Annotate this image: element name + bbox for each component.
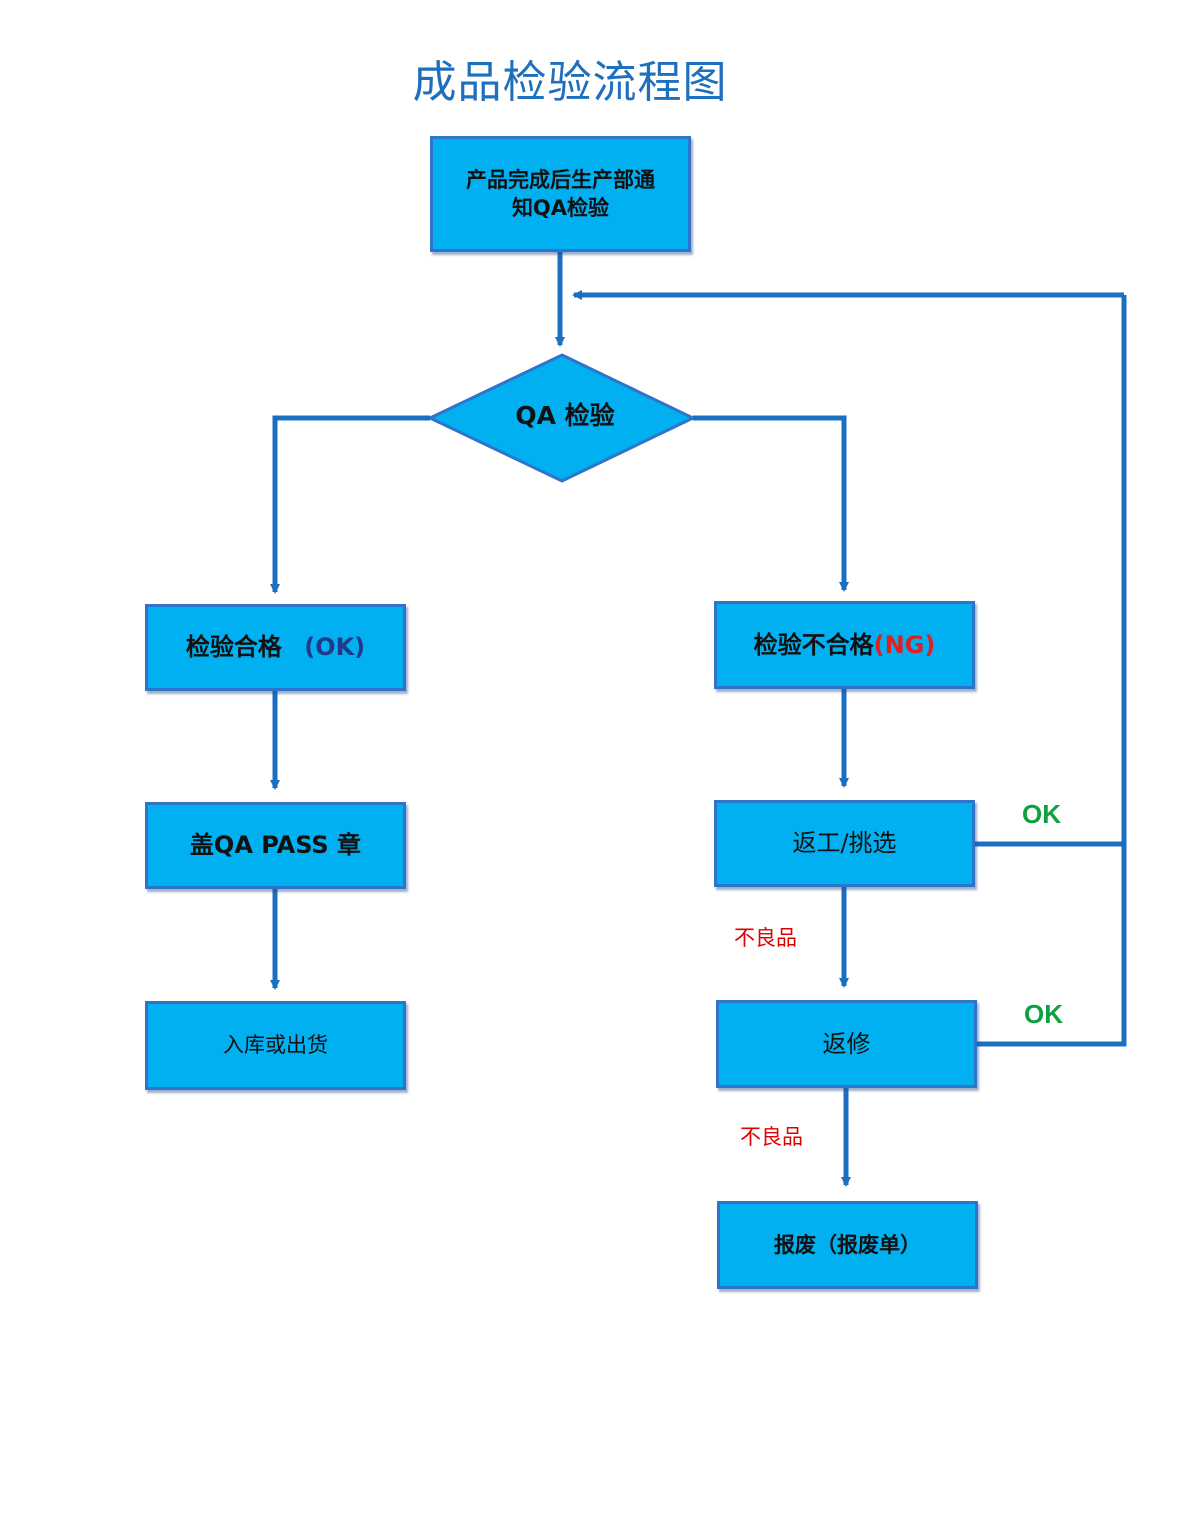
pass-box: 检验合格 (OK)	[145, 604, 406, 691]
connector-decision-to-fail	[693, 415, 849, 592]
page-title: 成品检验流程图	[412, 57, 728, 108]
start-box: 产品完成后生产部通 知QA检验	[430, 136, 691, 252]
rework-label: 返工/挑选	[792, 829, 897, 858]
decision-diamond	[426, 353, 697, 483]
rework-defect-label: 不良品	[734, 926, 797, 950]
stamp-box: 盖QA PASS 章	[145, 802, 406, 889]
repair-defect-label: 不良品	[740, 1125, 803, 1149]
connector-repair-ok-loop	[977, 295, 1127, 1047]
scrap-box: 报废（报废单）	[717, 1201, 978, 1289]
repair-label: 返修	[822, 1029, 871, 1058]
scrap-label: 报废（报废单）	[774, 1232, 921, 1257]
connector-decision-to-pass	[270, 415, 430, 594]
rework-box: 返工/挑选	[714, 800, 975, 887]
start-label-line2: 知QA检验	[511, 196, 610, 220]
repair-ok-label: OK	[1024, 999, 1063, 1029]
rework-ok-label: OK	[1022, 799, 1061, 829]
start-label-line1: 产品完成后生产部通	[466, 167, 655, 192]
stamp-label: 盖QA PASS 章	[189, 831, 362, 860]
fail-box: 检验不合格(NG)	[714, 601, 975, 689]
ship-label: 入库或出货	[223, 1033, 328, 1058]
ship-box: 入库或出货	[145, 1001, 406, 1090]
fail-ng-tag: (NG)	[873, 630, 936, 659]
pass-ok-tag: (OK)	[304, 633, 366, 662]
decision-label: QA 检验	[515, 401, 615, 430]
pass-label: 检验合格	[185, 633, 282, 662]
fail-label: 检验不合格	[753, 630, 874, 659]
repair-box: 返修	[716, 1000, 977, 1088]
